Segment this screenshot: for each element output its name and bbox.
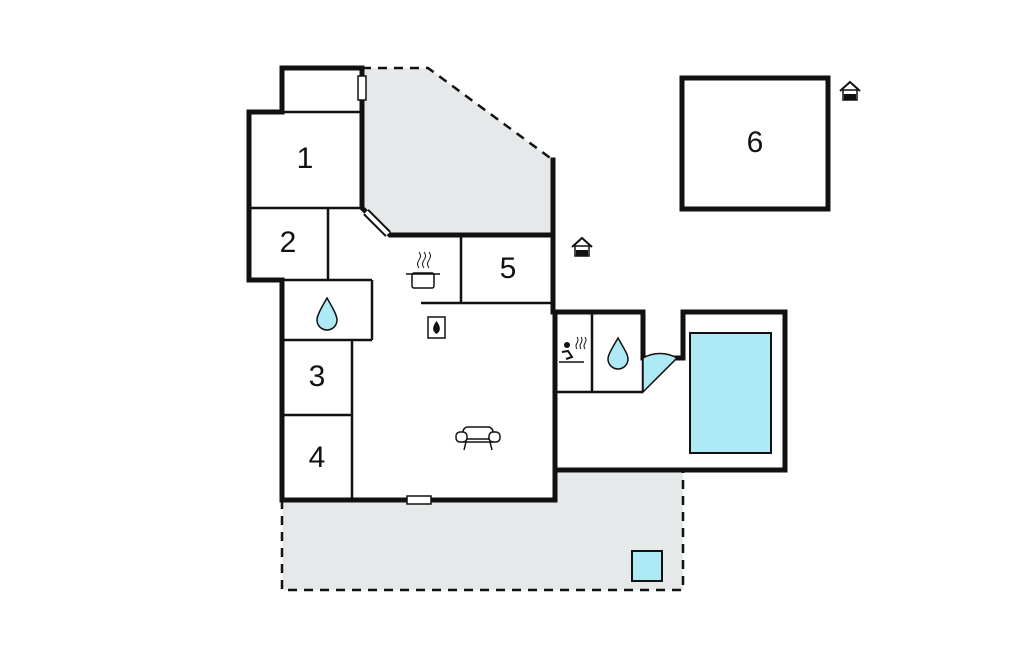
- sauna-water-drop-icon: [607, 336, 629, 370]
- terrace-bottom: [280, 470, 685, 592]
- bathroom-water-drop-icon: [316, 296, 338, 331]
- fireplace-icon: [427, 316, 446, 339]
- room-3-label: 3: [309, 360, 326, 393]
- room-5-label: 5: [500, 252, 517, 285]
- annex: [552, 309, 788, 473]
- windows: [357, 75, 432, 505]
- swimming-pool: [689, 332, 772, 454]
- terrace-top: [362, 66, 554, 235]
- door-swing: [642, 352, 679, 394]
- cooking-pot-icon: [406, 251, 440, 289]
- room-6-label: 6: [747, 126, 764, 159]
- separate-building: [679, 75, 831, 212]
- room-1-label: 1: [297, 142, 314, 175]
- separate-building-house-icon: [839, 80, 861, 101]
- room-4-label: 4: [309, 441, 326, 474]
- sofa-icon: [455, 426, 501, 451]
- sauna-icon: [559, 336, 587, 363]
- house-marker-icon: [571, 236, 593, 257]
- interior-walls: [249, 110, 553, 500]
- room-2-label: 2: [280, 226, 297, 259]
- hot-tub-icon: [631, 550, 663, 582]
